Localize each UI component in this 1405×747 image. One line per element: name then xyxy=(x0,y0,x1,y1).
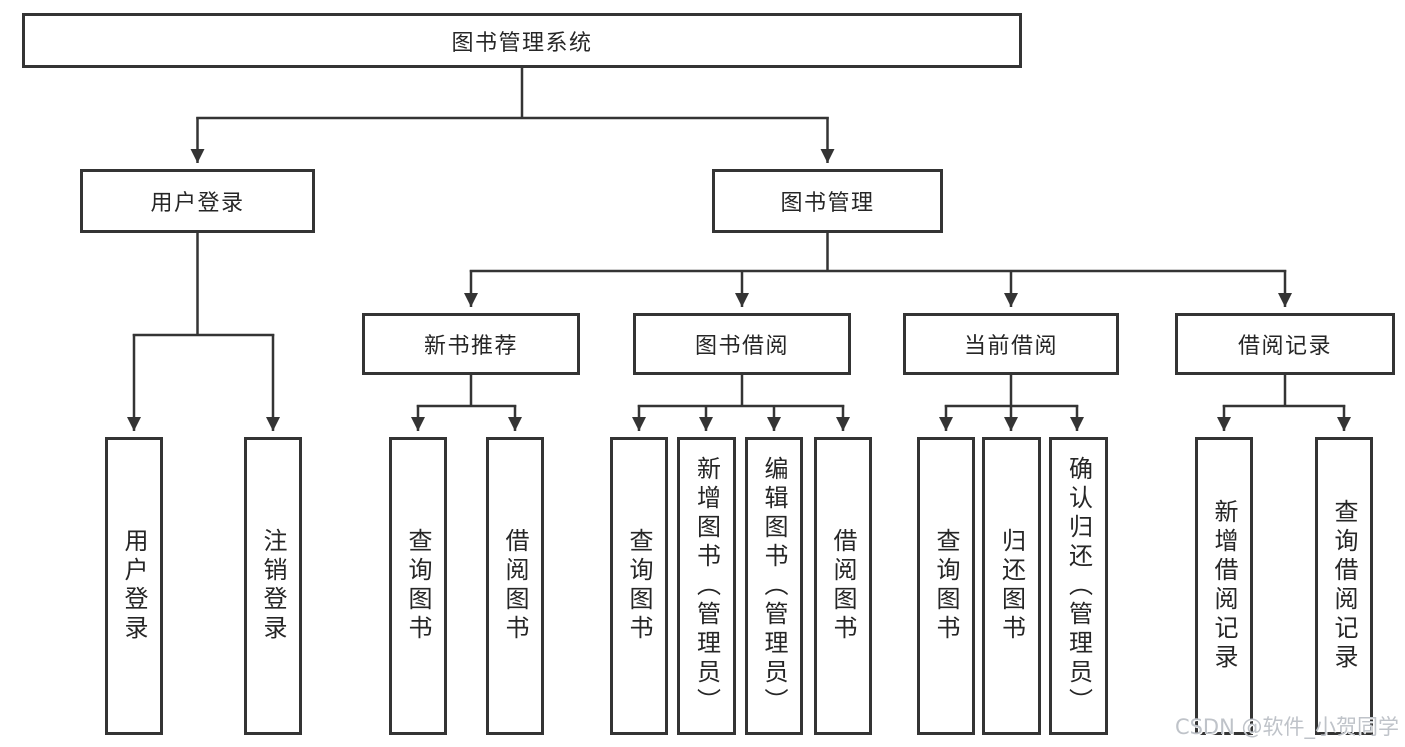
connector-login-split xyxy=(132,231,275,337)
node-newbook-query: 查询图书 xyxy=(389,437,447,735)
node-add-book-admin: 新增图书（管理员） xyxy=(677,437,736,735)
node-query-borrow-record: 查询借阅记录 xyxy=(1315,437,1373,735)
node-new-book-recommend: 新书推荐 xyxy=(362,313,580,375)
node-book-management: 图书管理 xyxy=(712,169,943,233)
connector-current-split xyxy=(944,373,1079,408)
node-logout-action: 注销登录 xyxy=(244,437,302,735)
node-book-borrowing: 图书借阅 xyxy=(633,313,851,375)
node-label: 用户登录 xyxy=(150,191,245,216)
node-label: 借阅图书 xyxy=(829,528,857,644)
node-label: 新增图书（管理员） xyxy=(692,455,721,717)
node-label: 借阅记录 xyxy=(1237,334,1332,359)
node-label: 图书借阅 xyxy=(694,334,789,359)
node-label: 查询图书 xyxy=(625,528,653,644)
node-label: 编辑图书（管理员） xyxy=(760,455,788,717)
connector-records-split xyxy=(1222,373,1346,408)
node-label: 查询借阅记录 xyxy=(1330,499,1358,673)
node-root: 图书管理系统 xyxy=(22,13,1022,68)
connector-management-split xyxy=(469,231,1287,273)
node-label: 新书推荐 xyxy=(423,334,518,359)
node-label: 借阅图书 xyxy=(501,528,529,644)
node-current-borrowing: 当前借阅 xyxy=(903,313,1119,375)
node-label: 注销登录 xyxy=(259,528,287,644)
node-edit-book-admin: 编辑图书（管理员） xyxy=(745,437,803,735)
node-label: 归还图书 xyxy=(997,528,1026,644)
node-borrow-records: 借阅记录 xyxy=(1175,313,1395,375)
node-label: 查询图书 xyxy=(404,528,432,644)
node-label: 确认归还（管理员） xyxy=(1064,455,1093,717)
node-newbook-borrow: 借阅图书 xyxy=(486,437,544,735)
node-borrow-book: 借阅图书 xyxy=(814,437,872,735)
node-label: 当前借阅 xyxy=(963,334,1058,359)
node-borrow-query-books: 查询图书 xyxy=(610,437,668,735)
node-label: 新增借阅记录 xyxy=(1210,499,1238,673)
node-label: 用户登录 xyxy=(120,528,148,644)
node-return-book: 归还图书 xyxy=(982,437,1041,735)
connector-newbooks-split xyxy=(416,373,517,408)
node-current-query-books: 查询图书 xyxy=(917,437,975,735)
node-label: 查询图书 xyxy=(932,528,960,644)
node-label: 图书管理 xyxy=(780,191,875,216)
node-add-borrow-record: 新增借阅记录 xyxy=(1195,437,1253,735)
node-label: 图书管理系统 xyxy=(451,30,593,56)
connector-borrow-split xyxy=(637,373,845,408)
node-login-action: 用户登录 xyxy=(105,437,163,735)
watermark: CSDN @软件_小贺同学 xyxy=(1174,715,1399,739)
node-user-login: 用户登录 xyxy=(80,169,315,233)
node-confirm-return-admin: 确认归还（管理员） xyxy=(1049,437,1108,735)
connector-root-split xyxy=(196,66,829,120)
